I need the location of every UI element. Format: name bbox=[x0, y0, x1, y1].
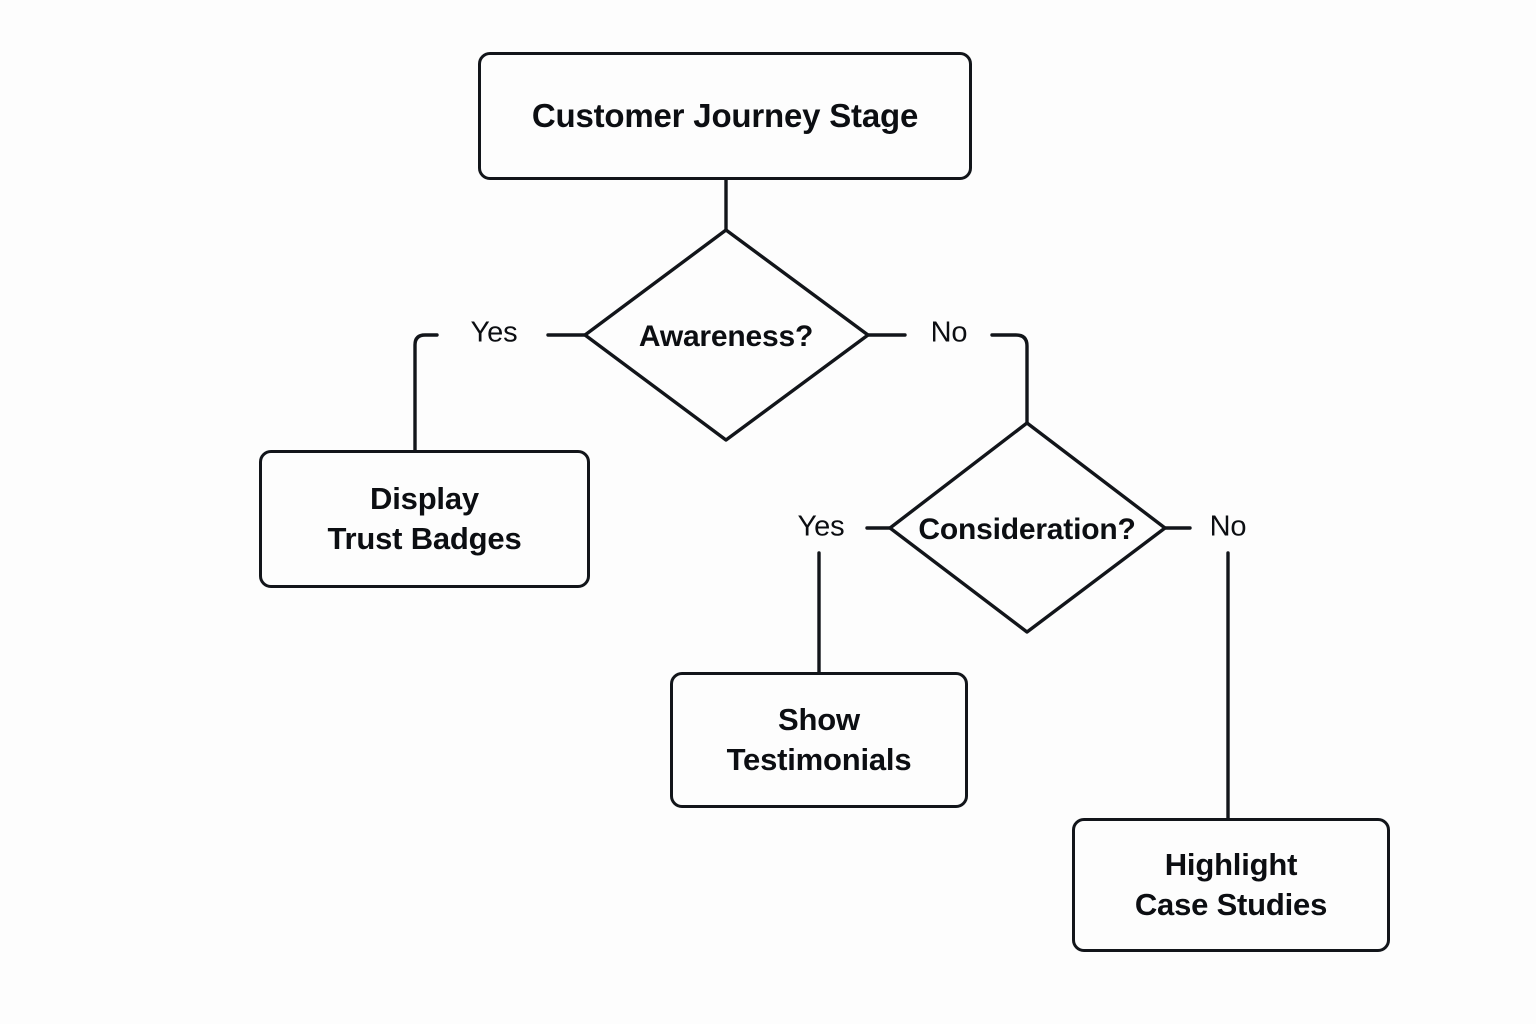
edge-label-awareness-yes: Yes bbox=[466, 316, 522, 350]
edge-label-consideration-no: No bbox=[1205, 510, 1251, 544]
edge-label-consideration-yes: Yes bbox=[793, 510, 849, 544]
node-show-testimonials[interactable]: Show Testimonials bbox=[670, 672, 968, 808]
node-label: Display Trust Badges bbox=[327, 481, 522, 556]
node-label: Highlight Case Studies bbox=[1134, 847, 1328, 922]
node-display-trust-badges[interactable]: Display Trust Badges bbox=[259, 450, 590, 588]
edge-awareness-no-to-consideration bbox=[990, 333, 1029, 425]
edge-label-awareness-no: No bbox=[926, 316, 972, 350]
diamond-consideration-shape bbox=[888, 421, 1167, 634]
diamond-awareness-shape bbox=[583, 228, 870, 442]
node-label: Show Testimonials bbox=[726, 702, 912, 777]
node-label: Customer Journey Stage bbox=[531, 96, 919, 134]
edge-awareness-yes-to-trust-badges bbox=[413, 333, 439, 452]
node-customer-journey-stage[interactable]: Customer Journey Stage bbox=[478, 52, 972, 180]
node-highlight-case-studies[interactable]: Highlight Case Studies bbox=[1072, 818, 1390, 952]
